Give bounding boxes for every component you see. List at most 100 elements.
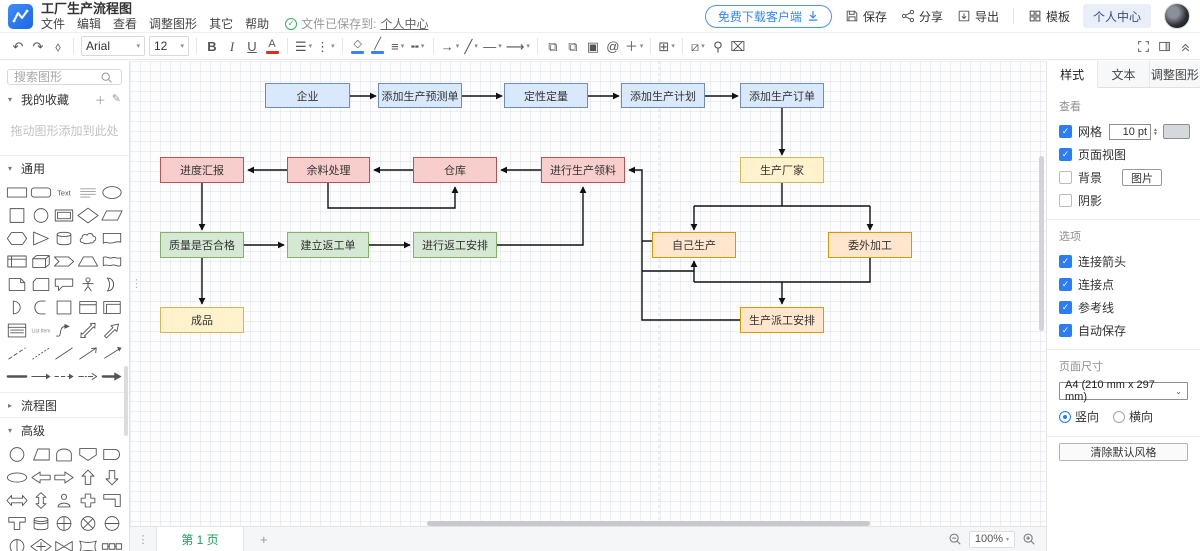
shape-arrow-end[interactable] — [29, 366, 53, 386]
menu-2[interactable]: 查看 — [113, 17, 138, 31]
shape-half-rounded[interactable] — [100, 444, 124, 464]
shape-bowtie[interactable] — [53, 536, 77, 551]
font-color-button[interactable]: A — [262, 36, 282, 56]
shape-circle-minus[interactable] — [100, 513, 124, 533]
flow-node[interactable]: 成品 — [160, 307, 244, 333]
shape-textblock[interactable] — [76, 182, 100, 202]
orientation-radio-1[interactable]: 横向 — [1113, 408, 1153, 425]
shape-internal-storage[interactable] — [5, 251, 29, 271]
shape-window[interactable] — [76, 297, 100, 317]
orientation-radio-0[interactable]: 竖向 — [1059, 408, 1099, 425]
clear-format-button[interactable]: ⌧ — [730, 38, 746, 54]
fill-color-button[interactable]: ◇ — [348, 36, 368, 56]
favorites-header[interactable]: ▾ 我的收藏 ＋ ✎ — [0, 91, 129, 108]
option-0-checkbox[interactable]: ✓ — [1059, 255, 1072, 268]
shape-half-circle[interactable] — [5, 297, 29, 317]
shape-arrow-outline[interactable] — [100, 320, 124, 340]
format-painter-button[interactable]: ⬨ — [55, 38, 61, 54]
shape-tape[interactable] — [100, 251, 124, 271]
shape-chain[interactable] — [100, 536, 124, 551]
shape-oval[interactable] — [5, 467, 29, 487]
shape-block-arrow-right[interactable] — [53, 467, 77, 487]
shape-shield[interactable] — [76, 444, 100, 464]
shape-tee[interactable] — [5, 513, 29, 533]
view-opt-0-checkbox[interactable]: ✓ — [1059, 148, 1072, 161]
bring-forward-button[interactable]: ⧉ — [548, 38, 558, 54]
option-1-checkbox[interactable]: ✓ — [1059, 278, 1072, 291]
save-button[interactable]: 保存 — [845, 8, 887, 25]
flow-node[interactable]: 建立返工单 — [287, 232, 369, 258]
shape-circle2[interactable] — [5, 444, 29, 464]
font-size-select[interactable]: 12▾ — [149, 36, 189, 56]
shape-block-arrow-ud[interactable] — [29, 490, 53, 510]
flow-node[interactable]: 自己生产 — [652, 232, 736, 258]
sidebar-collapse-handle[interactable]: ⋮ — [131, 277, 142, 290]
menu-5[interactable]: 帮助 — [245, 17, 270, 31]
shape-dashed-line[interactable] — [5, 343, 29, 363]
shape-double-rect[interactable] — [53, 205, 77, 225]
flow-node[interactable]: 企业 — [265, 83, 350, 108]
shape-diamond-arrows[interactable] — [29, 536, 53, 551]
add-page-button[interactable]: + — [260, 531, 268, 547]
grid-color-swatch[interactable] — [1163, 124, 1190, 139]
font-family-select[interactable]: Arial▾ — [81, 36, 145, 56]
add-favorite-icon[interactable]: ＋ — [94, 94, 106, 107]
option-3-checkbox[interactable]: ✓ — [1059, 324, 1072, 337]
underline-button[interactable]: U — [247, 38, 257, 54]
shape-rounded-rect[interactable] — [29, 182, 53, 202]
edit-favorite-icon[interactable]: ✎ — [111, 92, 121, 105]
bold-button[interactable]: B — [207, 38, 217, 54]
menu-4[interactable]: 其它 — [209, 17, 234, 31]
option-2-checkbox[interactable]: ✓ — [1059, 301, 1072, 314]
flow-node[interactable]: 质量是否合格 — [160, 232, 244, 258]
clear-default-style-button[interactable]: 清除默认风格 — [1059, 443, 1188, 461]
save-location-link[interactable]: 个人中心 — [380, 17, 429, 31]
grid-checkbox[interactable]: ✓ — [1059, 125, 1072, 138]
shape-thick-line[interactable] — [5, 366, 29, 386]
shape-dotted-line[interactable] — [29, 343, 53, 363]
shape-corner[interactable] — [100, 490, 124, 510]
shape-double-arrow-outline[interactable] — [76, 320, 100, 340]
shape-dashdot-arrow[interactable] — [76, 366, 100, 386]
vertical-scrollbar[interactable] — [1039, 156, 1044, 331]
shape-thick-arrow[interactable] — [100, 366, 124, 386]
line-width-button[interactable]: ≡▾ — [391, 38, 405, 54]
shape-arch[interactable] — [53, 444, 77, 464]
line-color-button[interactable]: ╱ — [368, 36, 388, 56]
toggle-panels-icon[interactable] — [1158, 40, 1171, 53]
section-header-2[interactable]: ▾高级 — [0, 417, 129, 442]
shape-search[interactable] — [7, 69, 122, 85]
shape-rect[interactable] — [5, 182, 29, 202]
shape-circle[interactable] — [29, 205, 53, 225]
template-button[interactable]: 模板 — [1028, 8, 1070, 25]
user-avatar[interactable] — [1164, 3, 1190, 29]
share-button[interactable]: 分享 — [901, 8, 943, 25]
shape-text[interactable]: Text — [53, 182, 77, 202]
insert-image-button[interactable]: ▣ — [586, 38, 600, 54]
sidebar-scrollbar[interactable] — [124, 366, 128, 436]
shape-circle-plus[interactable] — [53, 513, 77, 533]
table-button[interactable]: ⊞▾ — [658, 38, 675, 54]
flow-node[interactable]: 添加生产订单 — [740, 83, 824, 108]
view-opt-2-checkbox[interactable] — [1059, 194, 1072, 207]
text-align-button[interactable]: ☰▾ — [295, 38, 313, 54]
shape-document[interactable] — [100, 228, 124, 248]
flow-node[interactable]: 委外加工 — [828, 232, 912, 258]
document-title[interactable]: 工厂生产流程图 — [41, 1, 133, 16]
grid-size-spinner[interactable]: ▲▼ — [1153, 126, 1158, 137]
shape-cylinder[interactable] — [53, 228, 77, 248]
panel-tab-0[interactable]: 样式 — [1047, 61, 1099, 88]
download-client-button[interactable]: 免费下载客户端 — [704, 4, 832, 28]
profile-center-button[interactable]: 个人中心 — [1082, 4, 1151, 28]
shape-curve-arrow[interactable] — [53, 320, 77, 340]
diagram-canvas[interactable]: 企业添加生产预测单定性定量添加生产计划添加生产订单生产厂家进度汇报余料处理仓库进… — [130, 61, 1046, 551]
menu-3[interactable]: 调整图形 — [149, 17, 198, 31]
shape-arrow-diag[interactable] — [100, 343, 124, 363]
hyperlink-button[interactable]: @ — [606, 38, 620, 54]
shape-plus-shape[interactable] — [76, 490, 100, 510]
flow-node[interactable]: 仓库 — [413, 157, 497, 183]
shape-diamond[interactable] — [76, 205, 100, 225]
flow-node[interactable]: 进行返工安排 — [413, 232, 497, 258]
export-button[interactable]: 导出 — [957, 8, 999, 25]
flow-node[interactable]: 添加生产计划 — [621, 83, 705, 108]
